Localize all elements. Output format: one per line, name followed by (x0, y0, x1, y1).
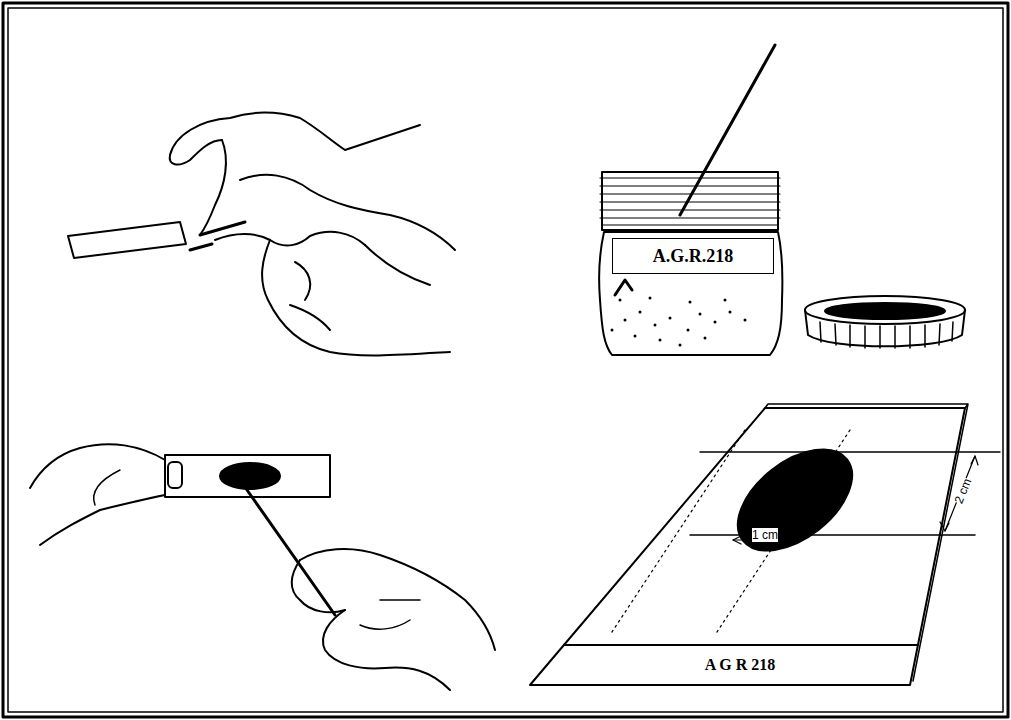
hand-upper (170, 113, 420, 155)
knuckle-lines (290, 262, 330, 330)
knuckle-lines (360, 600, 420, 629)
finger (200, 140, 226, 235)
label-box: A G R 218 (575, 648, 905, 682)
jar-body (599, 232, 782, 355)
inner-frame (8, 8, 1003, 712)
lancet-tip (190, 244, 212, 250)
lancet (200, 222, 245, 235)
hand-left (30, 444, 165, 488)
thread-lines (600, 178, 780, 225)
knuckle-lines (94, 470, 120, 505)
dimension-line (690, 452, 1000, 535)
hand-left (40, 495, 165, 545)
arrow-head (940, 456, 978, 531)
hand-right (300, 549, 495, 650)
glass-slide (530, 408, 965, 685)
finger (170, 140, 222, 165)
specimen-code: A.G.R.218 (653, 246, 734, 267)
hand-right (292, 560, 345, 612)
thumb-nail (168, 462, 182, 488)
smear-scene (30, 444, 495, 690)
hand-right (323, 610, 450, 690)
specimen-code: A G R 218 (705, 656, 776, 674)
blood-smear (720, 429, 871, 570)
glass-slide (68, 222, 186, 258)
applicator-stick (680, 45, 775, 215)
outer-frame (3, 3, 1008, 717)
finger (215, 232, 365, 246)
wrist (365, 245, 430, 285)
jar-neck (602, 172, 778, 230)
lid-inside (825, 303, 945, 319)
dimension-label: 2 cm (952, 476, 975, 505)
lid-ridges (820, 322, 953, 348)
hand-lower (262, 240, 450, 355)
stick-end (615, 280, 632, 295)
guide-dotted-line (610, 430, 850, 635)
dimension-arrow (945, 456, 975, 531)
label-band-line (564, 644, 918, 646)
finger-prick-scene (68, 113, 455, 356)
lid-top (805, 296, 965, 324)
slide-diagram (530, 404, 1000, 685)
blood-smear (220, 463, 280, 489)
jar-scene (599, 45, 965, 355)
lid-side (805, 310, 965, 346)
dimension-label: 1 cm (752, 528, 778, 542)
applicator-stick (240, 480, 335, 615)
jar-dots (611, 297, 747, 347)
hand-upper (240, 175, 455, 250)
label-box: A.G.R.218 (612, 238, 774, 274)
